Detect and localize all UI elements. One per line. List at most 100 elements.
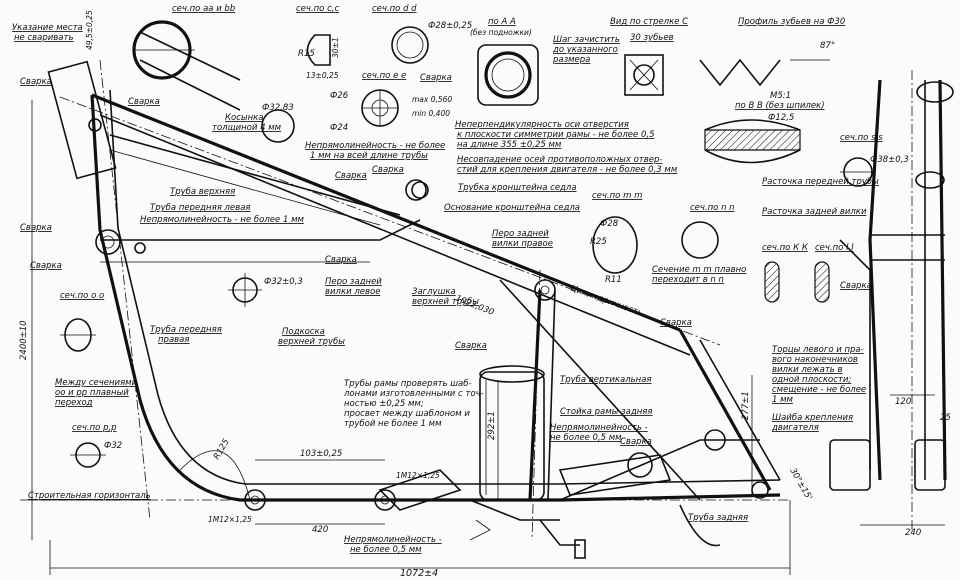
dim-d28: Ф28±0,25: [428, 21, 472, 31]
label-truba-per-lev: Труба передняя левая: [150, 203, 251, 213]
label-po-bb: по В В (без шпилек): [735, 101, 825, 111]
label-torcy-5: смещение - не более: [772, 385, 866, 395]
labels: Указание места не сваривать Сварка Сварк…: [12, 4, 883, 555]
label-nesovp-2: стий для крепления двигателя - не более …: [457, 165, 678, 175]
dimension-values: 1072±4 420 103±0,25 1М12×1,25 1М12×1,25 …: [19, 10, 951, 579]
dim-r125: R125: [212, 437, 232, 461]
front-downtube: [90, 94, 560, 502]
dim-r11: R11: [605, 275, 622, 285]
seat-tube-2: [547, 289, 556, 501]
label-svarka-11: Сварка: [840, 281, 872, 291]
label-top-left-2: не сваривать: [14, 33, 73, 43]
label-po-aa: по А А: [488, 17, 516, 27]
label-torcy-6: 1 мм: [772, 395, 794, 405]
label-shag-1: Шаг зачистить: [553, 35, 620, 45]
label-mezhdu-3: переход: [55, 398, 93, 408]
label-mezhdu-1: Между сечениями: [55, 378, 138, 388]
dim-30deg: 30°±15': [787, 467, 813, 503]
label-sech-dd: сеч.по d d: [372, 4, 417, 14]
label-sech-aabb: сеч.по аа и bb: [172, 4, 235, 14]
label-po-aa-sub: (без подножки): [470, 28, 532, 37]
label-truba-vert: Труба вертикальная: [560, 375, 652, 385]
label-trubka-kron: Трубка кронштейна седла: [458, 183, 577, 193]
bottom-rear-2: [559, 479, 781, 485]
top-tube: [91, 93, 681, 332]
label-podkos-2: верхней трубы: [278, 337, 345, 347]
dim-30: 30±1: [331, 37, 340, 58]
section-details: [60, 20, 876, 468]
label-truba-zad: Труба задняя: [688, 513, 748, 523]
label-sech-mm: сеч.по m m: [592, 191, 642, 201]
label-neprjam-bot-1: Непрямолинейность -: [344, 535, 442, 545]
label-zaglushka-1: Заглушка: [412, 287, 456, 297]
label-sech-ee: сеч.по е е: [362, 71, 406, 81]
label-profil: Профиль зубьев на Ф30: [738, 17, 845, 27]
front-view: [829, 70, 954, 530]
label-top-left-1: Указание места: [12, 23, 83, 33]
dim-m5: М5:1: [770, 91, 791, 101]
label-zaglushka-2: верхней трубы: [412, 297, 479, 307]
label-proveryat-5: трубой не более 1 мм: [344, 419, 442, 429]
label-svarka-3: Сварка: [30, 261, 62, 271]
dim-13: 13±0,25: [306, 71, 339, 80]
label-torcy-4: одной плоскости;: [772, 375, 851, 385]
head-tube: [47, 60, 121, 255]
dim-r15: R15: [298, 49, 315, 59]
dim-d32-83: Ф32,83: [262, 103, 294, 113]
dim-2400: 2400±10: [19, 320, 29, 360]
dim-d38: Ф38±0,3: [870, 155, 909, 165]
dim-d32-b: Ф32: [104, 441, 122, 451]
dim-overall-length: 1072±4: [400, 568, 438, 579]
label-pero-lev-2: вилки левое: [325, 287, 380, 297]
label-sech-cc: сеч.по с,с: [296, 4, 339, 14]
label-shag-3: размера: [552, 55, 590, 65]
label-truba-per-prav-1: Труба передняя: [150, 325, 222, 335]
label-proveryat-1: Трубы рамы проверять шаб-: [344, 379, 472, 389]
label-neprjam-05-b: не более 0,5 мм: [550, 433, 622, 443]
label-svarka-1: Сварка: [20, 77, 52, 87]
label-neperp-1: Неперпендикулярность оси отверстия: [455, 120, 629, 130]
center-lines: [40, 59, 790, 541]
label-shaiba-2: двигателя: [771, 423, 819, 433]
label-strojit: Строительная горизонталь: [28, 491, 151, 501]
label-proveryat-2: лонами изготовленными с точ-: [343, 389, 484, 399]
label-sech-mm-note-2: переходит в n n: [652, 275, 724, 285]
dim-277: 277±1: [741, 391, 751, 420]
dim-min: min 0,400: [412, 109, 450, 118]
label-kosynka-1: Косынка: [225, 113, 264, 123]
cylinder-box: [479, 365, 545, 501]
label-osnov-kron: Основание кронштейна седла: [444, 203, 580, 213]
label-neprjam-top-2: 1 мм на всей длине трубы: [310, 151, 428, 161]
label-svarka-4: Сварка: [128, 97, 160, 107]
label-sech-pp: сеч.по р,р: [72, 423, 117, 433]
label-vid-c: Вид по стрелке С: [610, 17, 688, 27]
label-torcy-1: Торцы левого и пра-: [772, 345, 864, 355]
front-downtube-inner: [109, 89, 560, 485]
label-neprjam-top-1: Непрямолинейность - не более: [305, 141, 445, 151]
dim-m12-a: 1М12×1,25: [208, 515, 252, 524]
label-shag-2: до указанного: [552, 45, 618, 55]
label-zubev: 30 зубьев: [630, 33, 674, 43]
lugs: [134, 181, 769, 511]
upper-brace-2: [109, 149, 381, 226]
label-sech-kk: сеч.по К К: [762, 243, 809, 253]
rear-tube-inner: [699, 339, 781, 481]
top-tube-inner: [99, 114, 691, 356]
label-shaiba-1: Шайба крепления: [772, 413, 853, 423]
label-proveryat-3: ностью ±0,25 мм;: [344, 399, 424, 409]
label-svarka-8: Сварка: [325, 255, 357, 265]
dim-m12-b: 1М12×1,25: [396, 471, 440, 480]
label-svarka-12: Сварка: [620, 437, 652, 447]
label-pero-prav-2: вилки правое: [492, 239, 553, 249]
dim-292: 292±1: [487, 411, 497, 440]
label-pero-prav-1: Перо задней: [492, 229, 549, 239]
dim-120: 120: [895, 397, 911, 407]
dim-d26: Ф26: [330, 91, 349, 101]
label-sech-nn: сеч.по n n: [690, 203, 735, 213]
label-svarka-2: Сварка: [20, 223, 52, 233]
dim-49: 49,5±0,25: [85, 10, 94, 50]
label-sech-ss: сеч.по s s: [840, 133, 883, 143]
label-truba-verh: Труба верхняя: [170, 187, 235, 197]
